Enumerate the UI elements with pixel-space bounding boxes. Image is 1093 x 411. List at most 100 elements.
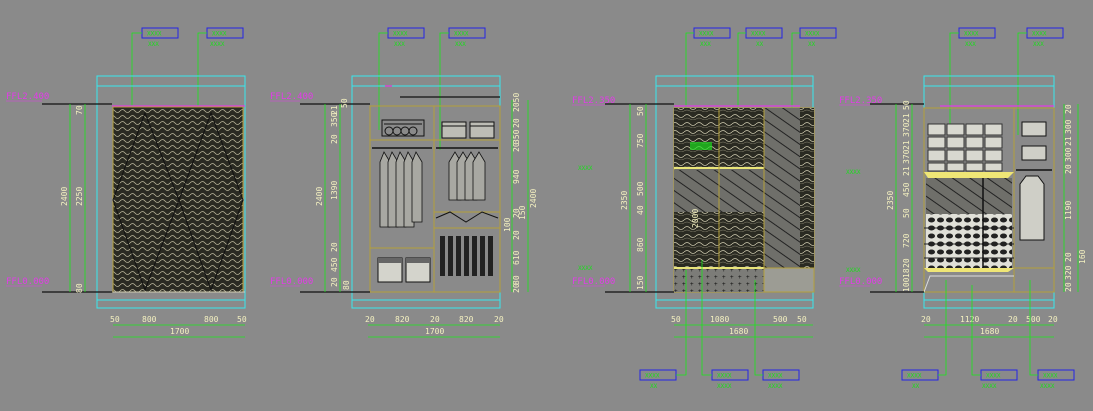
svg-text:XXXX: XXXX — [578, 165, 593, 172]
right-total-dim: 2400 — [529, 189, 538, 208]
level-top: FFL2.400 — [6, 92, 49, 102]
h-dim: 1120 — [960, 315, 979, 324]
v-dim: 370 — [902, 149, 911, 164]
v-dim: 50 — [636, 106, 645, 116]
right-dim: 80 — [512, 275, 521, 285]
svg-text:XXXX: XXXX — [454, 31, 469, 38]
h-dim: 50 — [237, 315, 247, 324]
svg-text:XXXX: XXXX — [805, 31, 820, 38]
v-dim: 21 — [902, 166, 911, 176]
v-dim: 720 — [902, 233, 911, 248]
tag-box: XXXX XXX — [141, 27, 179, 48]
svg-text:XXXX: XXXX — [717, 373, 732, 380]
svg-text:XXXX: XXXX — [210, 41, 225, 48]
h-dim: 820 — [395, 315, 410, 324]
tag-box: XXXX XXXX — [762, 369, 800, 390]
h-dim: 20 — [921, 315, 931, 324]
v-dim: 500 — [636, 181, 645, 196]
v-dim: 100 — [902, 277, 911, 292]
tag-box: XXXX XX — [639, 369, 677, 390]
v-dim: 21 — [902, 140, 911, 150]
v-dim: 21 — [330, 105, 339, 115]
rolled-towels — [381, 119, 425, 137]
svg-text:XXXX: XXXX — [982, 383, 997, 390]
h-dim: 20 — [1008, 315, 1018, 324]
h-total-dim: 1680 — [729, 327, 748, 336]
tag-box: XXXX XXX — [693, 27, 731, 48]
h-dim: 50 — [671, 315, 681, 324]
svg-text:XXX: XXX — [394, 41, 405, 48]
tag-box: XXXX XXXX — [1037, 369, 1075, 390]
h-total-dim: 1700 — [425, 327, 444, 336]
v-total-dim: 2400 — [60, 187, 69, 206]
level-top: FFL2.400 — [270, 92, 313, 102]
v-dim: 20 — [330, 242, 339, 252]
right-dim: 20 — [512, 142, 521, 152]
v-dim: 18 — [902, 268, 911, 278]
v-dim: 70 — [75, 105, 84, 115]
h-total-dim: 1680 — [980, 327, 999, 336]
hanging-coat — [1016, 169, 1052, 241]
h-dim: 20 — [1048, 315, 1058, 324]
svg-text:XX: XX — [650, 383, 658, 390]
elevation-2: XXXX XXX XXXX XXX — [270, 27, 538, 338]
v-dim: 80 — [342, 280, 351, 290]
storage-boxes — [441, 121, 495, 139]
v-dim: 20 — [330, 134, 339, 144]
right-dim: 20 — [512, 230, 521, 240]
right-dim: 21 — [1064, 136, 1073, 146]
right-dim: 300 — [1064, 119, 1073, 134]
v-dim: 80 — [75, 283, 84, 293]
elevation-1: XXXX XXX XXXX XXXX FFL2.400 FFL0.000 240… — [6, 27, 247, 338]
tag-box: XXXX XXXX — [980, 369, 1018, 390]
level-bottom: FFL0.000 — [6, 277, 49, 287]
svg-text:XXXX: XXXX — [699, 31, 714, 38]
right-dim: 300 — [1064, 147, 1073, 162]
v-dim: 860 — [636, 237, 645, 252]
v-dim: 40 — [636, 205, 645, 215]
svg-text:XXXX: XXXX — [964, 31, 979, 38]
svg-text:XXXX: XXXX — [751, 31, 766, 38]
level-bottom: FFL0.000 — [270, 277, 313, 287]
svg-text:XXXX: XXXX — [212, 31, 227, 38]
v-dim: 20 — [902, 258, 911, 268]
right-dim: 20 — [1064, 104, 1073, 114]
v-dim: 50 — [902, 208, 911, 218]
storage-bins — [377, 257, 431, 283]
right-dim: 940 — [512, 169, 521, 184]
svg-text:XXXX: XXXX — [1040, 383, 1055, 390]
tag-box: XXXX XXXX — [711, 369, 749, 390]
svg-text:XXX: XXX — [455, 41, 466, 48]
right-dim: 20 — [1064, 282, 1073, 292]
level-bottom: FFL0.000 — [572, 277, 615, 287]
level-bottom: FFL0.000 — [839, 277, 882, 287]
svg-text:XXX: XXX — [1033, 41, 1044, 48]
elevation-3: XXXX XXX XXXX XX XXXX XX — [572, 27, 837, 390]
svg-text:XXXX: XXXX — [986, 373, 1001, 380]
right-dim: 350 — [512, 129, 521, 144]
right-dim: 320 — [1064, 265, 1073, 280]
svg-text:XX: XX — [912, 383, 920, 390]
right-dim: 20 — [1064, 164, 1073, 174]
svg-text:XXXX: XXXX — [147, 31, 162, 38]
svg-text:XXXX: XXXX — [768, 383, 783, 390]
svg-text:XXXX: XXXX — [717, 383, 732, 390]
v-dim: 150 — [636, 275, 645, 290]
v-total-dim: 2350 — [886, 191, 895, 210]
hanging-clothes-short — [448, 151, 486, 201]
h-dim: 20 — [430, 315, 440, 324]
h-total-dim: 1700 — [170, 327, 189, 336]
tag-box: XXXX XXX — [1026, 27, 1064, 48]
v-dim: 1390 — [330, 181, 339, 200]
svg-text:XXXX: XXXX — [846, 267, 861, 274]
v-dim: 50 — [902, 100, 911, 110]
level-top: FFL2.350 — [839, 96, 882, 106]
v-total-dim: 2400 — [315, 187, 324, 206]
svg-text:XXX: XXX — [700, 41, 711, 48]
right-dim: 20 — [512, 118, 521, 128]
h-dim: 20 — [365, 315, 375, 324]
right-dim: 1190 — [1064, 201, 1073, 220]
v-dim: 450 — [330, 257, 339, 272]
svg-text:XX: XX — [808, 41, 816, 48]
